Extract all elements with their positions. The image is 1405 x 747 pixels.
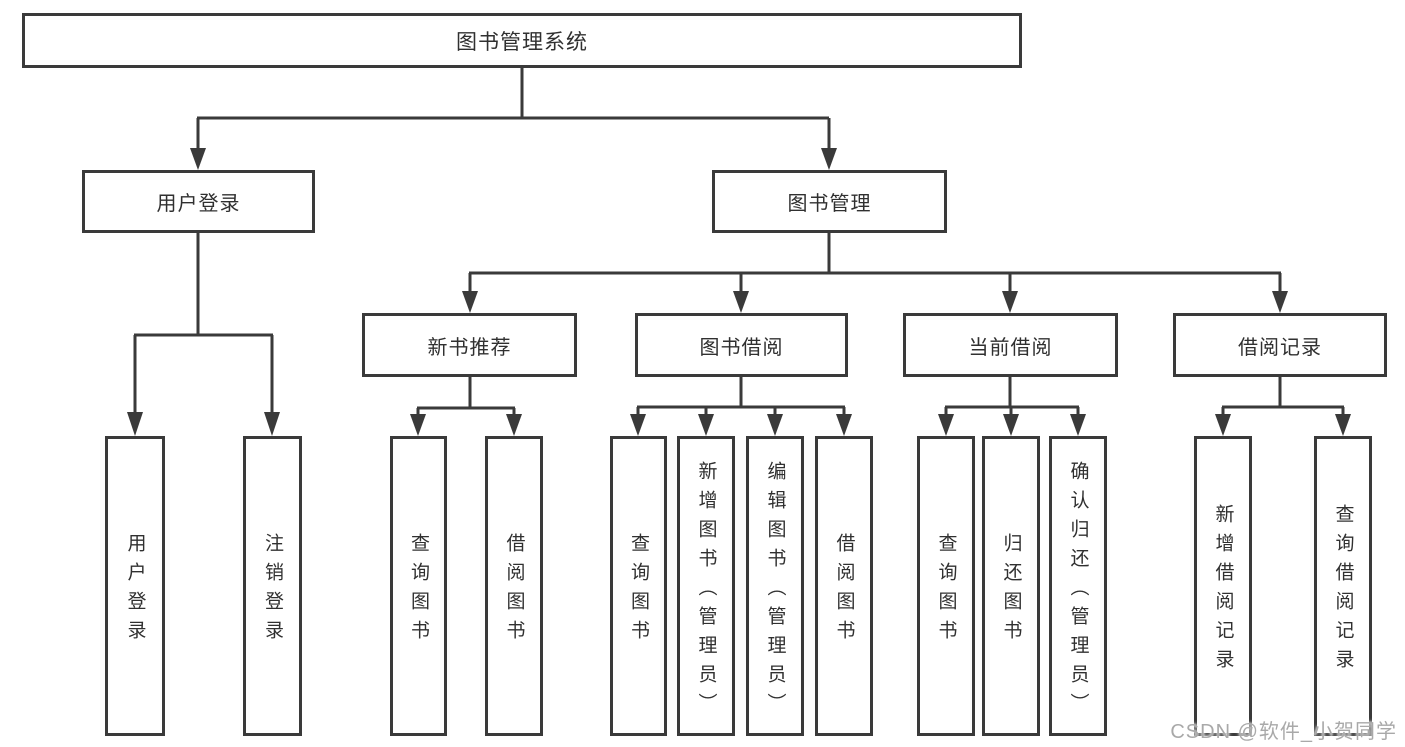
- arrowhead: [733, 291, 749, 313]
- node-current-borrowing-label: 当前借阅: [968, 336, 1053, 359]
- leaf-borrow-books: 借阅图书: [815, 436, 873, 736]
- leaf-query-books-borrow-label: 查询图书: [628, 533, 649, 649]
- leaf-query-books-current-label: 查询图书: [935, 533, 957, 649]
- leaf-logout-label: 注销登录: [262, 533, 283, 649]
- arrowhead: [630, 414, 646, 436]
- arrowhead: [1272, 291, 1288, 313]
- connector-user-login-split: [133, 233, 274, 414]
- leaf-add-borrow-record: 新增借阅记录: [1194, 436, 1252, 736]
- watermark-text: CSDN @软件_小贺同学: [1170, 721, 1397, 743]
- leaf-edit-books-admin-label: 编辑图书（管理员）: [764, 460, 786, 722]
- leaf-add-books-admin-label: 新增图书（管理员）: [695, 460, 717, 722]
- node-new-book-recommend-label: 新书推荐: [427, 336, 512, 359]
- arrowhead: [190, 148, 206, 170]
- leaf-query-books-borrow: 查询图书: [610, 436, 667, 736]
- leaf-user-login: 用户登录: [105, 436, 165, 736]
- arrowhead: [821, 148, 837, 170]
- arrowhead: [506, 414, 522, 436]
- arrowhead: [1002, 291, 1018, 313]
- leaf-borrow-books-label: 借阅图书: [833, 533, 855, 649]
- leaf-query-borrow-record: 查询借阅记录: [1314, 436, 1372, 736]
- arrowhead: [1070, 414, 1086, 436]
- leaf-borrow-books-recommend-label: 借阅图书: [503, 533, 525, 649]
- node-borrow-records: 借阅记录: [1173, 313, 1387, 377]
- connector-root-to-level2: [196, 68, 831, 152]
- leaf-query-books-recommend: 查询图书: [390, 436, 447, 736]
- leaf-query-books-recommend-label: 查询图书: [408, 533, 429, 649]
- connector-new-book-split: [416, 377, 516, 416]
- arrowhead: [410, 414, 426, 436]
- arrowheads: [127, 148, 1351, 436]
- arrowhead: [264, 412, 280, 436]
- arrowhead: [1215, 414, 1231, 436]
- leaf-user-login-label: 用户登录: [124, 533, 146, 649]
- arrowhead: [698, 414, 714, 436]
- node-new-book-recommend: 新书推荐: [362, 313, 577, 377]
- connector-book-mgmt-split: [468, 233, 1282, 295]
- node-user-login-label: 用户登录: [156, 193, 241, 215]
- node-book-borrowing-label: 图书借阅: [699, 336, 784, 359]
- arrowhead: [1335, 414, 1351, 436]
- leaf-confirm-return-admin: 确认归还（管理员）: [1049, 436, 1107, 736]
- leaf-add-books-admin: 新增图书（管理员）: [677, 436, 735, 736]
- node-root: 图书管理系统: [22, 13, 1022, 68]
- node-root-label: 图书管理系统: [456, 30, 588, 54]
- leaf-return-books-label: 归还图书: [1000, 533, 1022, 649]
- leaf-confirm-return-admin-label: 确认归还（管理员）: [1067, 460, 1089, 722]
- node-book-borrowing: 图书借阅: [635, 313, 848, 377]
- arrowhead: [1003, 414, 1019, 436]
- leaf-edit-books-admin: 编辑图书（管理员）: [746, 436, 804, 736]
- connector-borrow-records-split: [1221, 377, 1345, 416]
- leaf-query-books-current: 查询图书: [917, 436, 975, 736]
- arrowhead: [938, 414, 954, 436]
- connector-current-borrow-split: [944, 377, 1080, 416]
- arrowhead: [127, 412, 143, 436]
- leaf-add-borrow-record-label: 新增借阅记录: [1212, 504, 1234, 678]
- leaf-logout: 注销登录: [243, 436, 302, 736]
- node-borrow-records-label: 借阅记录: [1238, 336, 1322, 359]
- arrowhead: [836, 414, 852, 436]
- node-book-management-label: 图书管理: [787, 193, 872, 215]
- arrowhead: [462, 291, 478, 313]
- leaf-borrow-books-recommend: 借阅图书: [485, 436, 543, 736]
- arrowhead: [767, 414, 783, 436]
- connector-lines: [133, 68, 1345, 416]
- leaf-query-borrow-record-label: 查询借阅记录: [1332, 504, 1354, 678]
- node-current-borrowing: 当前借阅: [903, 313, 1118, 377]
- connector-book-borrow-split: [636, 377, 846, 416]
- node-book-management: 图书管理: [712, 170, 947, 233]
- leaf-return-books: 归还图书: [982, 436, 1040, 736]
- node-user-login: 用户登录: [82, 170, 315, 233]
